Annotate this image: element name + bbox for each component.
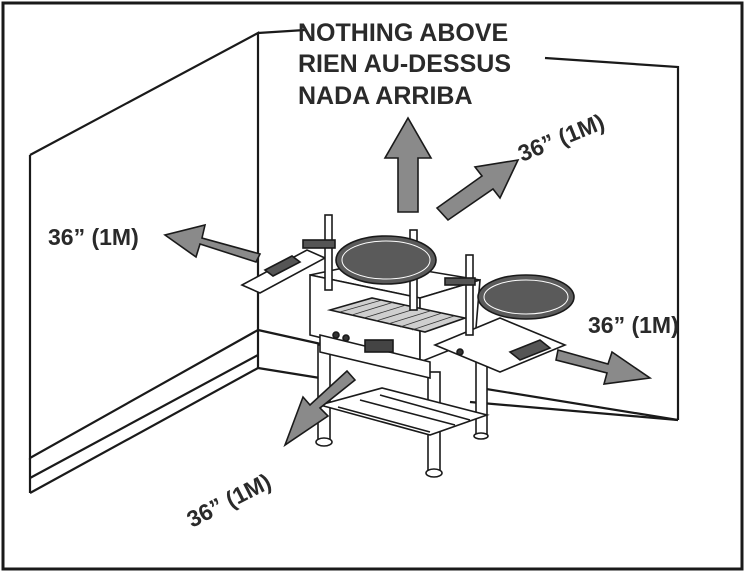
clearance-label-right: 36” (1M) (588, 312, 679, 338)
clearance-label-left: 36” (1M) (48, 224, 139, 250)
header-line-2: RIEN AU-DESSUS (298, 50, 511, 78)
cooking-grate-right (477, 274, 575, 320)
handle-left (302, 239, 336, 249)
handle-right (444, 277, 476, 286)
header-text: NOTHING ABOVE RIEN AU-DESSUS NADA ARRIBA (298, 19, 511, 110)
arrow-right-icon (555, 348, 653, 385)
arrow-left-icon (163, 223, 262, 263)
ash-tray (319, 333, 431, 380)
cooking-grate-left (335, 235, 437, 285)
arrow-front-icon (283, 369, 357, 448)
arrow-back-right-icon (435, 158, 520, 222)
front-vent (364, 339, 394, 353)
grill-leg-back-right (475, 354, 488, 436)
back-wall-top-left (257, 28, 306, 35)
left-baseboard (29, 354, 259, 479)
header-line-1: NOTHING ABOVE (298, 19, 508, 47)
rotisserie-post-right (465, 254, 474, 336)
grill-illustration (240, 214, 575, 478)
walls (28, 28, 680, 494)
rotisserie-post-left (324, 214, 333, 291)
header-line-3: NADA ARRIBA (298, 82, 473, 110)
arrow-up-icon (383, 116, 433, 213)
back-wall (544, 56, 680, 420)
